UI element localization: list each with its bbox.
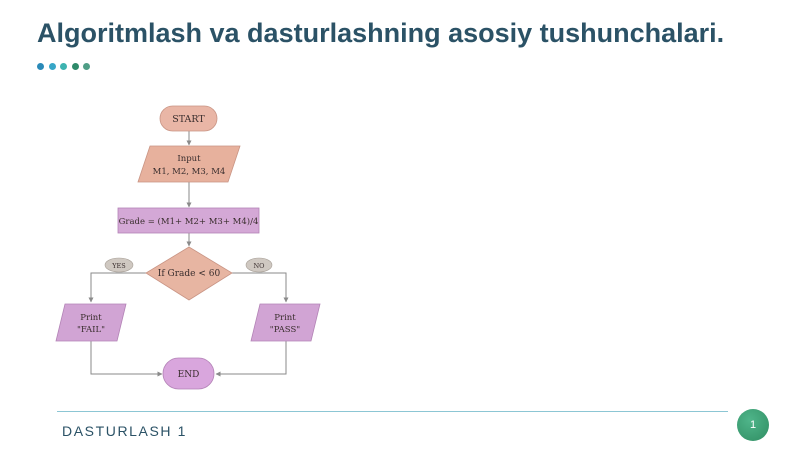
print-pass-line1: Print — [274, 313, 296, 323]
start-label: START — [172, 114, 205, 125]
grade-decision — [145, 246, 233, 301]
accent-dot — [83, 63, 90, 70]
footer-divider — [57, 411, 728, 412]
connector-decision-no — [232, 272, 289, 303]
page-number: 1 — [749, 419, 757, 431]
print-fail-line2: "FAIL" — [77, 325, 105, 335]
input-label-line1: Input — [177, 154, 201, 164]
accent-dot — [71, 63, 79, 70]
footer-label: DASTURLASH 1 — [62, 423, 188, 439]
accent-dot — [37, 63, 44, 70]
yes-label: YES — [111, 262, 126, 270]
end-terminal — [162, 357, 215, 390]
decision-label: If Grade < 60 — [158, 269, 221, 279]
connector-fail-end — [90, 341, 163, 377]
end-label: END — [178, 370, 200, 380]
yes-badge — [104, 257, 134, 273]
no-label: NO — [253, 262, 264, 270]
print-pass-output — [250, 303, 321, 342]
slide-title: Algoritmlash va dasturlashning asosiy tu… — [37, 18, 725, 48]
no-badge — [245, 257, 273, 273]
page-number-badge: 1 — [737, 409, 769, 441]
print-pass-line2: "PASS" — [270, 325, 300, 335]
connector-pass-end — [215, 341, 287, 377]
grade-process — [117, 207, 260, 234]
input-parallelogram — [137, 145, 241, 183]
print-fail-output — [55, 303, 127, 342]
input-label-line2: M1, M2, M3, M4 — [153, 167, 226, 177]
accent-dot — [48, 63, 56, 70]
grade-process-label: Grade = (M1+ M2+ M3+ M4)/4 — [119, 216, 259, 227]
start-terminal — [159, 105, 218, 132]
accent-dots — [37, 63, 90, 70]
connector-decision-yes — [88, 272, 146, 303]
print-fail-line1: Print — [80, 313, 102, 323]
accent-dot — [60, 63, 67, 70]
